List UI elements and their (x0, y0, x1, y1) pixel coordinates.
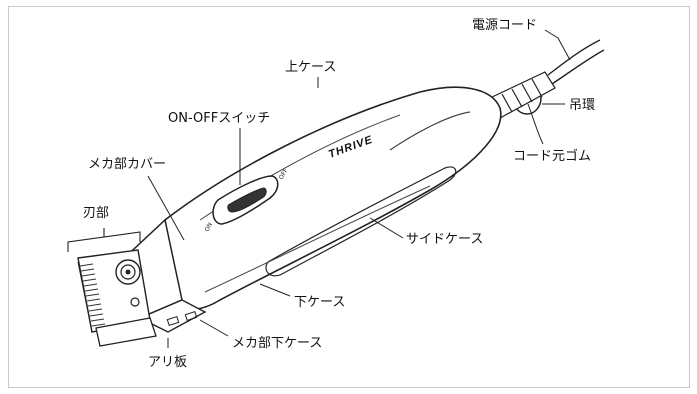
label-blade: 刃部 (83, 206, 109, 221)
blade-assembly (77, 249, 157, 347)
mecha-lower-notch-2 (184, 310, 198, 322)
label-upper-case: 上ケース (285, 60, 336, 75)
clipper-body (164, 86, 502, 310)
label-power-cord: 電源コード (472, 18, 537, 33)
label-cord-rubber: コード元ゴム (513, 148, 591, 164)
label-ant-plate: アリ板 (148, 355, 187, 370)
cord-rubber-boot (489, 71, 556, 119)
side-case-panel (265, 166, 457, 277)
label-on-off-switch: ON-OFFスイッチ (168, 111, 270, 126)
label-side-case: サイドケース (406, 232, 483, 247)
upper-case-highlight (389, 111, 471, 151)
label-mecha-lower-case: メカ部下ケース (232, 336, 322, 351)
on-off-switch (212, 175, 279, 225)
leader-lines (147, 29, 571, 348)
mecha-lower-case (138, 299, 207, 333)
blade-rivet (130, 297, 140, 307)
label-hang-ring: 吊環 (569, 98, 595, 113)
label-mecha-cover: メカ部カバー (88, 157, 166, 172)
mecha-lower-notch (166, 315, 180, 327)
power-cord (547, 39, 605, 85)
switch-on-text: ON (204, 222, 215, 233)
label-lower-case: 下ケース (294, 295, 345, 310)
